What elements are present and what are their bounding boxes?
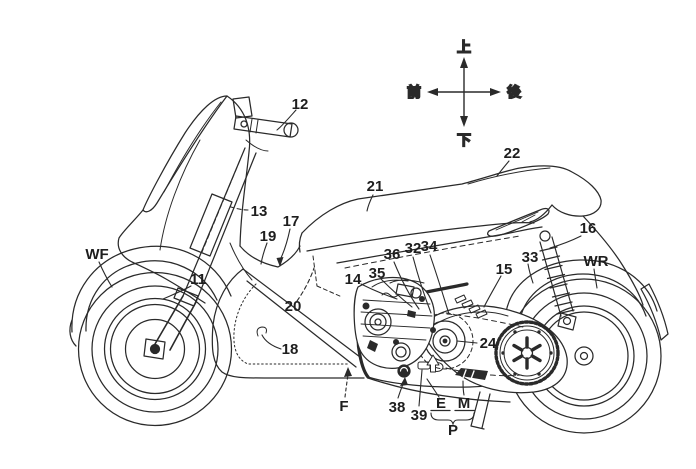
front-cowl bbox=[117, 95, 301, 304]
rear-shock-absorber bbox=[539, 230, 577, 331]
label-16: 16 bbox=[580, 220, 597, 237]
center-stand bbox=[470, 391, 491, 430]
label-11: 11 bbox=[190, 271, 206, 288]
label-wr: WR bbox=[584, 253, 609, 270]
label-p: P bbox=[448, 422, 458, 439]
rear-fender bbox=[505, 259, 669, 341]
leader-lines bbox=[98, 109, 598, 426]
front-fender bbox=[69, 245, 232, 347]
front-axle bbox=[149, 343, 161, 355]
cylinder-fins bbox=[360, 299, 433, 341]
engine bbox=[353, 276, 488, 380]
body-parting-line bbox=[306, 222, 535, 252]
reference-labels: 12 13 17 19 21 22 16 WR WF 11 20 18 14 3… bbox=[85, 96, 608, 439]
label-21: 21 bbox=[367, 178, 384, 195]
label-wf: WF bbox=[85, 246, 108, 263]
seat-top-line bbox=[301, 165, 602, 234]
compass-front-label: 前 bbox=[407, 84, 421, 101]
p-brace bbox=[430, 412, 475, 426]
label-m: M bbox=[458, 395, 471, 412]
label-32: 32 bbox=[405, 240, 422, 257]
label-14: 14 bbox=[345, 271, 362, 288]
up-arrow-marker bbox=[426, 354, 440, 373]
label-35: 35 bbox=[369, 265, 386, 282]
label-15: 15 bbox=[496, 261, 513, 278]
label-36: 36 bbox=[384, 246, 401, 263]
handlebar bbox=[232, 96, 299, 152]
label-e: E bbox=[436, 395, 446, 412]
throttle-body bbox=[395, 283, 415, 298]
brake-lever bbox=[245, 139, 269, 152]
legshield-valley bbox=[239, 245, 301, 268]
compass-down-label: 下 bbox=[457, 133, 471, 149]
label-24: 24 bbox=[480, 335, 497, 352]
label-18: 18 bbox=[282, 341, 299, 358]
front-wheel bbox=[77, 271, 233, 427]
floor-panel bbox=[211, 268, 365, 379]
compass-rear-label: 後 bbox=[507, 84, 522, 101]
label-33: 33 bbox=[522, 249, 539, 266]
oil-element bbox=[397, 364, 411, 378]
driven-pulley bbox=[494, 320, 560, 386]
star-hub bbox=[512, 336, 542, 370]
label-34: 34 bbox=[421, 238, 438, 255]
seat-and-body bbox=[298, 165, 644, 306]
floor-hook bbox=[256, 326, 267, 337]
label-39: 39 bbox=[411, 407, 428, 424]
mud-flap bbox=[640, 283, 669, 341]
label-19: 19 bbox=[260, 228, 277, 245]
cables bbox=[371, 279, 425, 288]
tail-rear-edge bbox=[582, 215, 644, 306]
orientation-compass: 上 下 前 後 bbox=[406, 39, 522, 149]
muffler-shield bbox=[455, 368, 488, 380]
label-38: 38 bbox=[389, 399, 406, 416]
label-f: F bbox=[339, 398, 348, 415]
label-13: 13 bbox=[251, 203, 268, 220]
mirror-mount bbox=[232, 96, 253, 119]
compass-up-label: 上 bbox=[457, 40, 471, 56]
label-22: 22 bbox=[504, 145, 521, 162]
label-17: 17 bbox=[283, 213, 300, 230]
label-20: 20 bbox=[285, 298, 302, 315]
label-12: 12 bbox=[292, 96, 309, 113]
front-fork bbox=[154, 147, 257, 351]
grab-rail bbox=[487, 208, 550, 237]
